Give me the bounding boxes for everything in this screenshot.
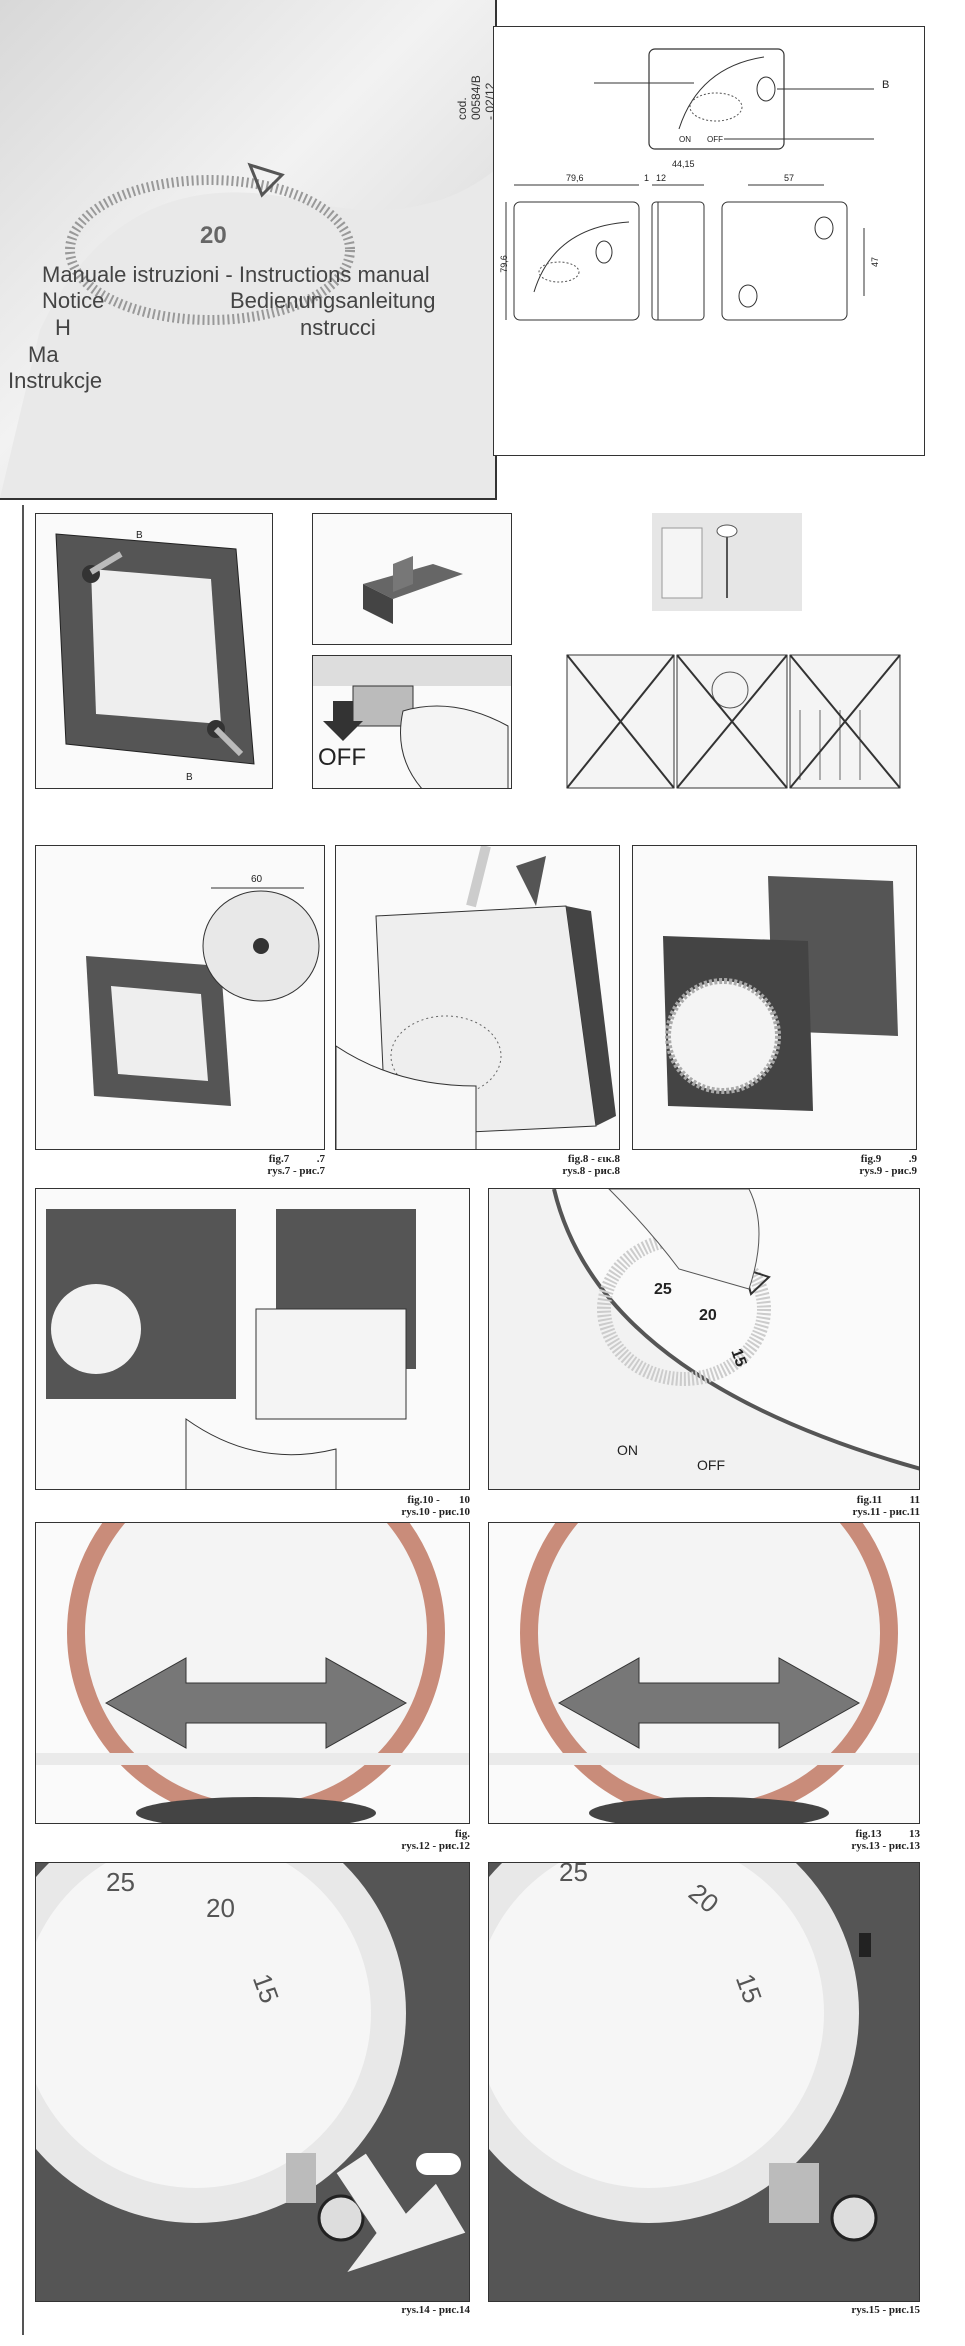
dim-on-label: ON bbox=[679, 135, 691, 144]
dim-depth-a: 1 bbox=[644, 173, 650, 183]
fig10-caption: fig.10 - 10 rys.10 - рис.10 bbox=[401, 1494, 470, 1518]
fig-8 bbox=[335, 845, 620, 1150]
wall-plate-label-b2: B bbox=[186, 772, 193, 783]
fig11-off: OFF bbox=[697, 1457, 725, 1473]
fig-13 bbox=[488, 1522, 920, 1824]
cover-title-bedienung: Bedienungsanleitung bbox=[230, 288, 436, 313]
cover-dial-number: 20 bbox=[200, 222, 227, 249]
fig11-dial-20: 20 bbox=[699, 1307, 717, 1324]
fig11-caption: fig.11 11 rys.11 - рис.11 bbox=[852, 1494, 920, 1518]
dim-label-b: B bbox=[882, 79, 890, 91]
fig-7: 60 bbox=[35, 845, 325, 1150]
fig-10 bbox=[35, 1188, 470, 1490]
fig8-caption: fig.8 - εικ.8 rys.8 - рис.8 bbox=[562, 1153, 620, 1177]
dimensions-panel: B ON OFF 79,6 79,6 1 12 44,15 57 47 bbox=[493, 26, 925, 456]
cover-title-notice: Notice bbox=[42, 288, 105, 313]
fig13-caption: fig.13 13 rys.13 - рис.13 bbox=[851, 1828, 920, 1852]
dim-width: 79,6 bbox=[566, 173, 584, 183]
cover-photo: 20 Manuale istruzioni - Instructions man… bbox=[0, 0, 495, 498]
cover-title-instrucci: nstrucci bbox=[300, 315, 376, 340]
fig-15: 25 20 15 bbox=[488, 1862, 920, 2302]
fig7-caption: fig.7 .7 rys.7 - рис.7 bbox=[267, 1153, 325, 1177]
fig7-dimension: 60 bbox=[251, 874, 263, 885]
fig14-caption: rys.14 - рис.14 bbox=[401, 2304, 470, 2316]
document-code: cod. 00584/B - 02/12 bbox=[455, 75, 495, 120]
cover-title-h: H bbox=[55, 315, 71, 340]
cover-bottom-rule bbox=[0, 498, 495, 500]
dim-height: 79,6 bbox=[498, 255, 509, 273]
fig-bracket bbox=[312, 513, 512, 645]
dim-off-label: OFF bbox=[707, 135, 723, 144]
fig11-dial-25: 25 bbox=[654, 1281, 672, 1298]
fig-9 bbox=[632, 845, 917, 1150]
dim-depth-b: 12 bbox=[656, 173, 667, 183]
fig-11: 25 20 15 ON OFF bbox=[488, 1188, 920, 1490]
cover-title-line1: Manuale istruzioni - Instructions manual bbox=[42, 262, 430, 287]
fig12-caption: fig. rys.12 - рис.12 bbox=[401, 1828, 470, 1852]
fig14-dial-20: 20 bbox=[206, 1893, 235, 1923]
dim-depth-total: 44,15 bbox=[672, 159, 695, 169]
fig11-on: ON bbox=[617, 1442, 638, 1458]
off-label: OFF bbox=[318, 744, 366, 771]
cover-title-instrukcje: Instrukcje bbox=[8, 368, 103, 393]
fig-14: 25 20 15 bbox=[35, 1862, 470, 2302]
fig15-caption: rys.15 - рис.15 bbox=[851, 2304, 920, 2316]
wall-plate-label-b1: B bbox=[136, 530, 143, 541]
fig15-dial-25: 25 bbox=[559, 1862, 588, 1887]
fig-room-placement bbox=[652, 513, 802, 611]
fig-wall-plate: B B bbox=[35, 513, 273, 789]
fig14-dial-25: 25 bbox=[106, 1867, 135, 1897]
page-left-rule bbox=[22, 505, 24, 2335]
dim-hole-spacing: 57 bbox=[784, 173, 795, 183]
fig9-caption: fig.9 .9 rys.9 - рис.9 bbox=[859, 1153, 917, 1177]
fig-switch-off: OFF bbox=[312, 655, 512, 789]
fig-12 bbox=[35, 1522, 470, 1824]
dim-hole-height: 47 bbox=[870, 256, 881, 268]
cover-dial-illustration bbox=[0, 162, 495, 498]
cover-title-ma: Ma bbox=[28, 342, 59, 367]
